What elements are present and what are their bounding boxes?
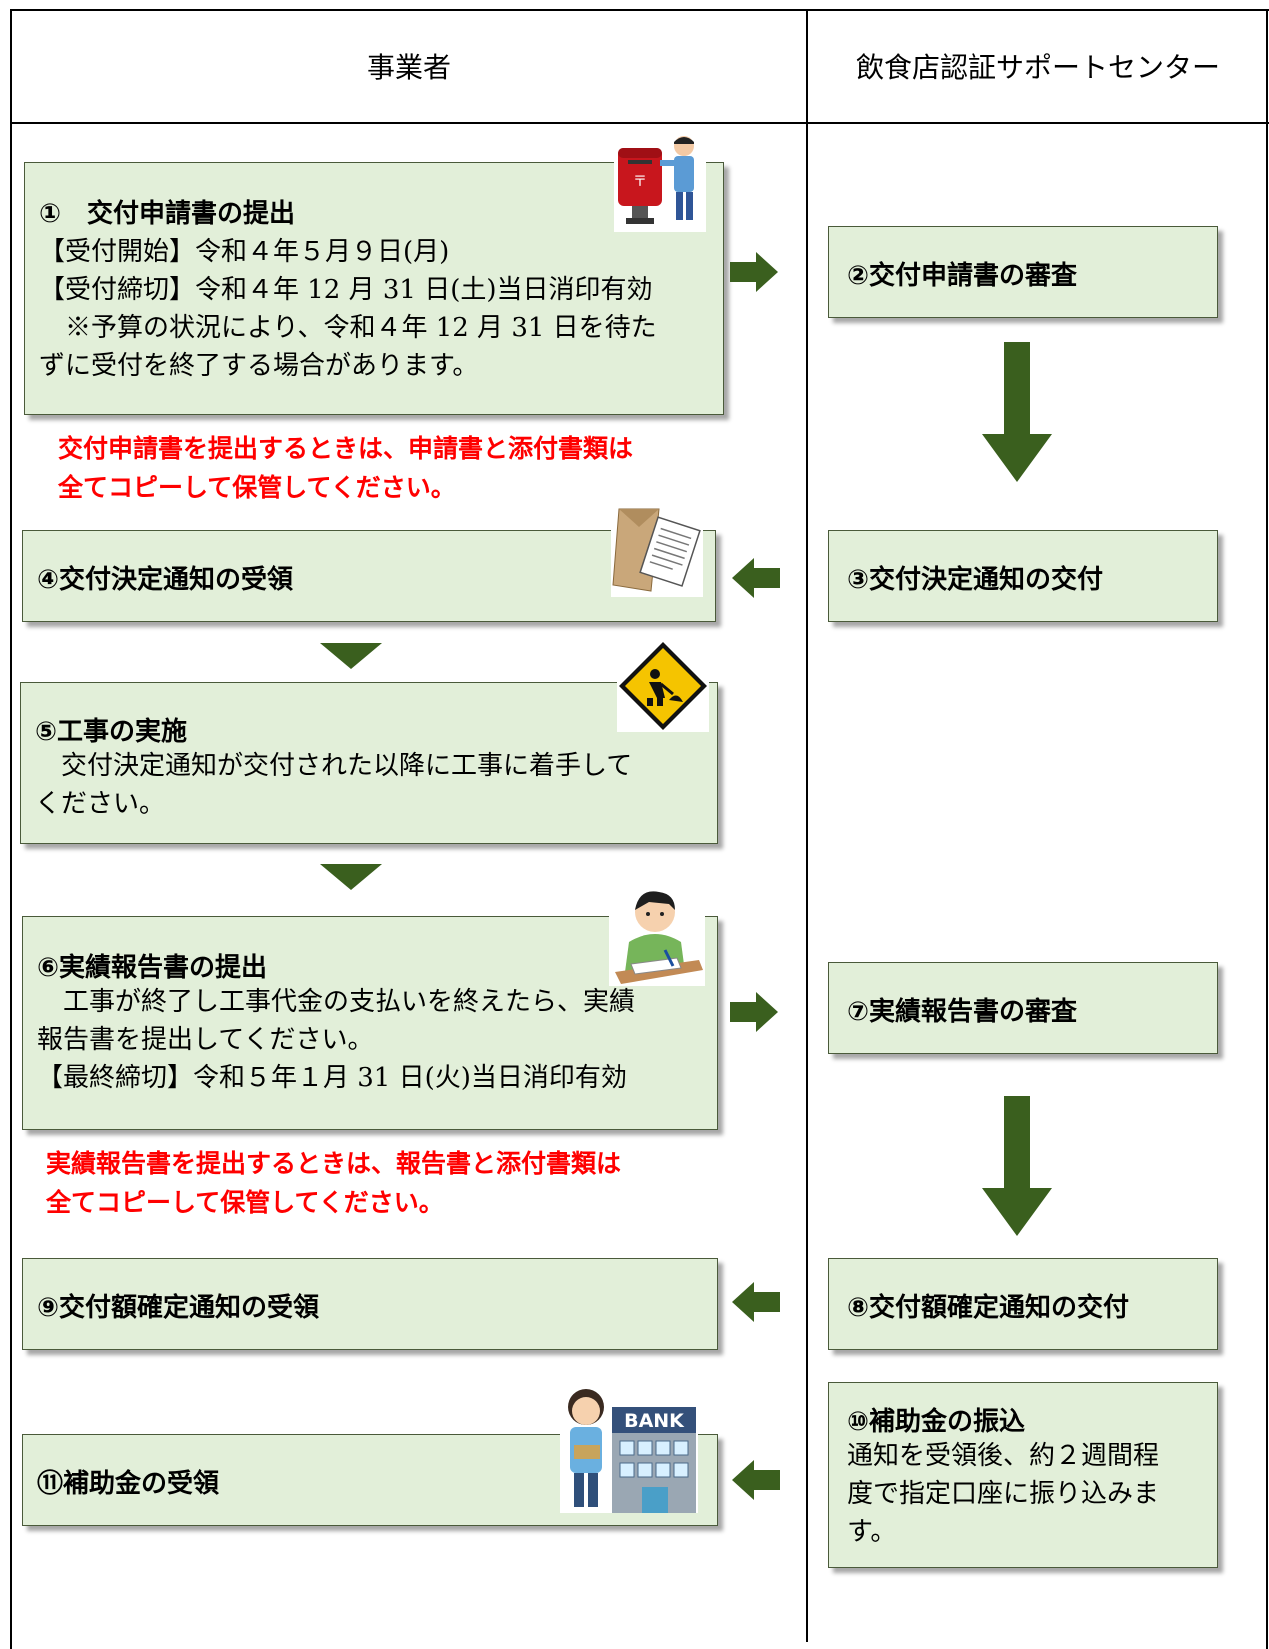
svg-text:〒: 〒 xyxy=(633,174,647,190)
step-1-text: 【受付開始】令和４年５月９日(月) 【受付締切】令和４年 12 月 31 日(土… xyxy=(39,233,657,385)
arrow-left-8-to-9 xyxy=(732,1282,780,1322)
step-5-title: ⑤工事の実施 xyxy=(35,717,188,747)
post-box-person-icon: 〒 xyxy=(614,134,706,232)
construction-sign-icon xyxy=(617,640,709,732)
note-line: 全てコピーして保管してください。 xyxy=(58,473,456,502)
note-line: 交付申請書を提出するときは、申請書と添付書類は xyxy=(58,434,634,463)
step-8-title: ⑧交付額確定通知の交付 xyxy=(847,1293,1130,1323)
step-10-text: 通知を受領後、約２週間程 度で指定口座に振り込みま す。 xyxy=(847,1437,1159,1551)
step-5-line: ください。 xyxy=(35,789,166,819)
step-3-box: ③交付決定通知の交付 xyxy=(828,530,1218,622)
arrow-down-7-to-8 xyxy=(982,1096,1052,1236)
note-report-copy: 実績報告書を提出するときは、報告書と添付書類は 全てコピーして保管してください。 xyxy=(46,1144,621,1222)
step-6-line: 【最終締切】令和５年１月 31 日(火)当日消印有効 xyxy=(37,1063,627,1093)
step-9-title: ⑨交付額確定通知の受領 xyxy=(37,1293,320,1323)
writing-person-icon xyxy=(609,888,705,986)
step-5-line: 交付決定通知が交付された以降に工事に着手して xyxy=(35,751,633,781)
column-divider xyxy=(806,9,808,1642)
step-1-line: 【受付締切】令和４年 12 月 31 日(土)当日消印有効 xyxy=(39,275,653,305)
step-5-text: 交付決定通知が交付された以降に工事に着手して ください。 xyxy=(35,747,632,823)
arrow-right-1-to-2 xyxy=(730,252,778,292)
arrow-down-5-to-6 xyxy=(320,864,382,890)
step-3-title: ③交付決定通知の交付 xyxy=(847,565,1104,595)
step-4-title: ④交付決定通知の受領 xyxy=(37,565,294,595)
step-7-box: ⑦実績報告書の審査 xyxy=(828,962,1218,1054)
step-6-line: 工事が終了し工事代金の支払いを終えたら、実績 xyxy=(37,987,636,1017)
step-11-title: ⑪補助金の受領 xyxy=(37,1469,220,1499)
step-6-line: 報告書を提出してください。 xyxy=(37,1025,374,1055)
step-10-line: す。 xyxy=(847,1517,897,1547)
step-1-title: ① 交付申請書の提出 xyxy=(39,199,296,229)
step-10-box: ⑩補助金の振込 通知を受領後、約２週間程 度で指定口座に振り込みま す。 xyxy=(828,1382,1218,1568)
step-8-box: ⑧交付額確定通知の交付 xyxy=(828,1258,1218,1350)
bank-sign-text: BANK xyxy=(624,1410,685,1432)
note-line: 全てコピーして保管してください。 xyxy=(46,1188,444,1217)
header-business-operator: 事業者 xyxy=(366,51,451,84)
step-1-line: 【受付開始】令和４年５月９日(月) xyxy=(39,237,450,267)
table-top-border xyxy=(10,9,1269,11)
step-6-title: ⑥実績報告書の提出 xyxy=(37,953,268,983)
step-4-box: ④交付決定通知の受領 xyxy=(22,530,716,622)
step-1-box: ① 交付申請書の提出 【受付開始】令和４年５月９日(月) 【受付締切】令和４年 … xyxy=(24,162,724,415)
note-application-copy: 交付申請書を提出するときは、申請書と添付書類は 全てコピーして保管してください。 xyxy=(58,429,633,507)
note-line: 実績報告書を提出するときは、報告書と添付書類は xyxy=(46,1149,622,1178)
arrow-right-6-to-7 xyxy=(730,992,778,1032)
step-6-text: 工事が終了し工事代金の支払いを終えたら、実績 報告書を提出してください。 【最終… xyxy=(37,983,635,1097)
step-10-line: 度で指定口座に振り込みま xyxy=(847,1479,1160,1509)
step-2-box: ②交付申請書の審査 xyxy=(828,226,1218,318)
step-9-box: ⑨交付額確定通知の受領 xyxy=(22,1258,718,1350)
header-divider xyxy=(10,122,1269,124)
step-1-line: ※予算の状況により、令和４年 12 月 31 日を待た xyxy=(39,313,657,343)
step-10-title: ⑩補助金の振込 xyxy=(847,1407,1026,1437)
arrow-down-4-to-5 xyxy=(320,643,382,669)
arrow-down-2-to-3 xyxy=(982,342,1052,482)
header-support-center: 飲食店認証サポートセンター xyxy=(855,51,1220,84)
step-7-title: ⑦実績報告書の審査 xyxy=(847,997,1078,1027)
arrow-left-3-to-4 xyxy=(732,558,780,598)
step-5-box: ⑤工事の実施 交付決定通知が交付された以降に工事に着手して ください。 xyxy=(20,682,718,844)
step-2-title: ②交付申請書の審査 xyxy=(847,261,1078,291)
step-1-line: ずに受付を終了する場合があります。 xyxy=(39,351,479,381)
step-10-line: 通知を受領後、約２週間程 xyxy=(847,1441,1160,1471)
envelope-document-icon xyxy=(611,505,703,597)
bank-clerk-icon: BANK xyxy=(560,1385,698,1513)
step-6-box: ⑥実績報告書の提出 工事が終了し工事代金の支払いを終えたら、実績 報告書を提出し… xyxy=(22,916,718,1130)
arrow-left-10-to-11 xyxy=(732,1460,780,1500)
